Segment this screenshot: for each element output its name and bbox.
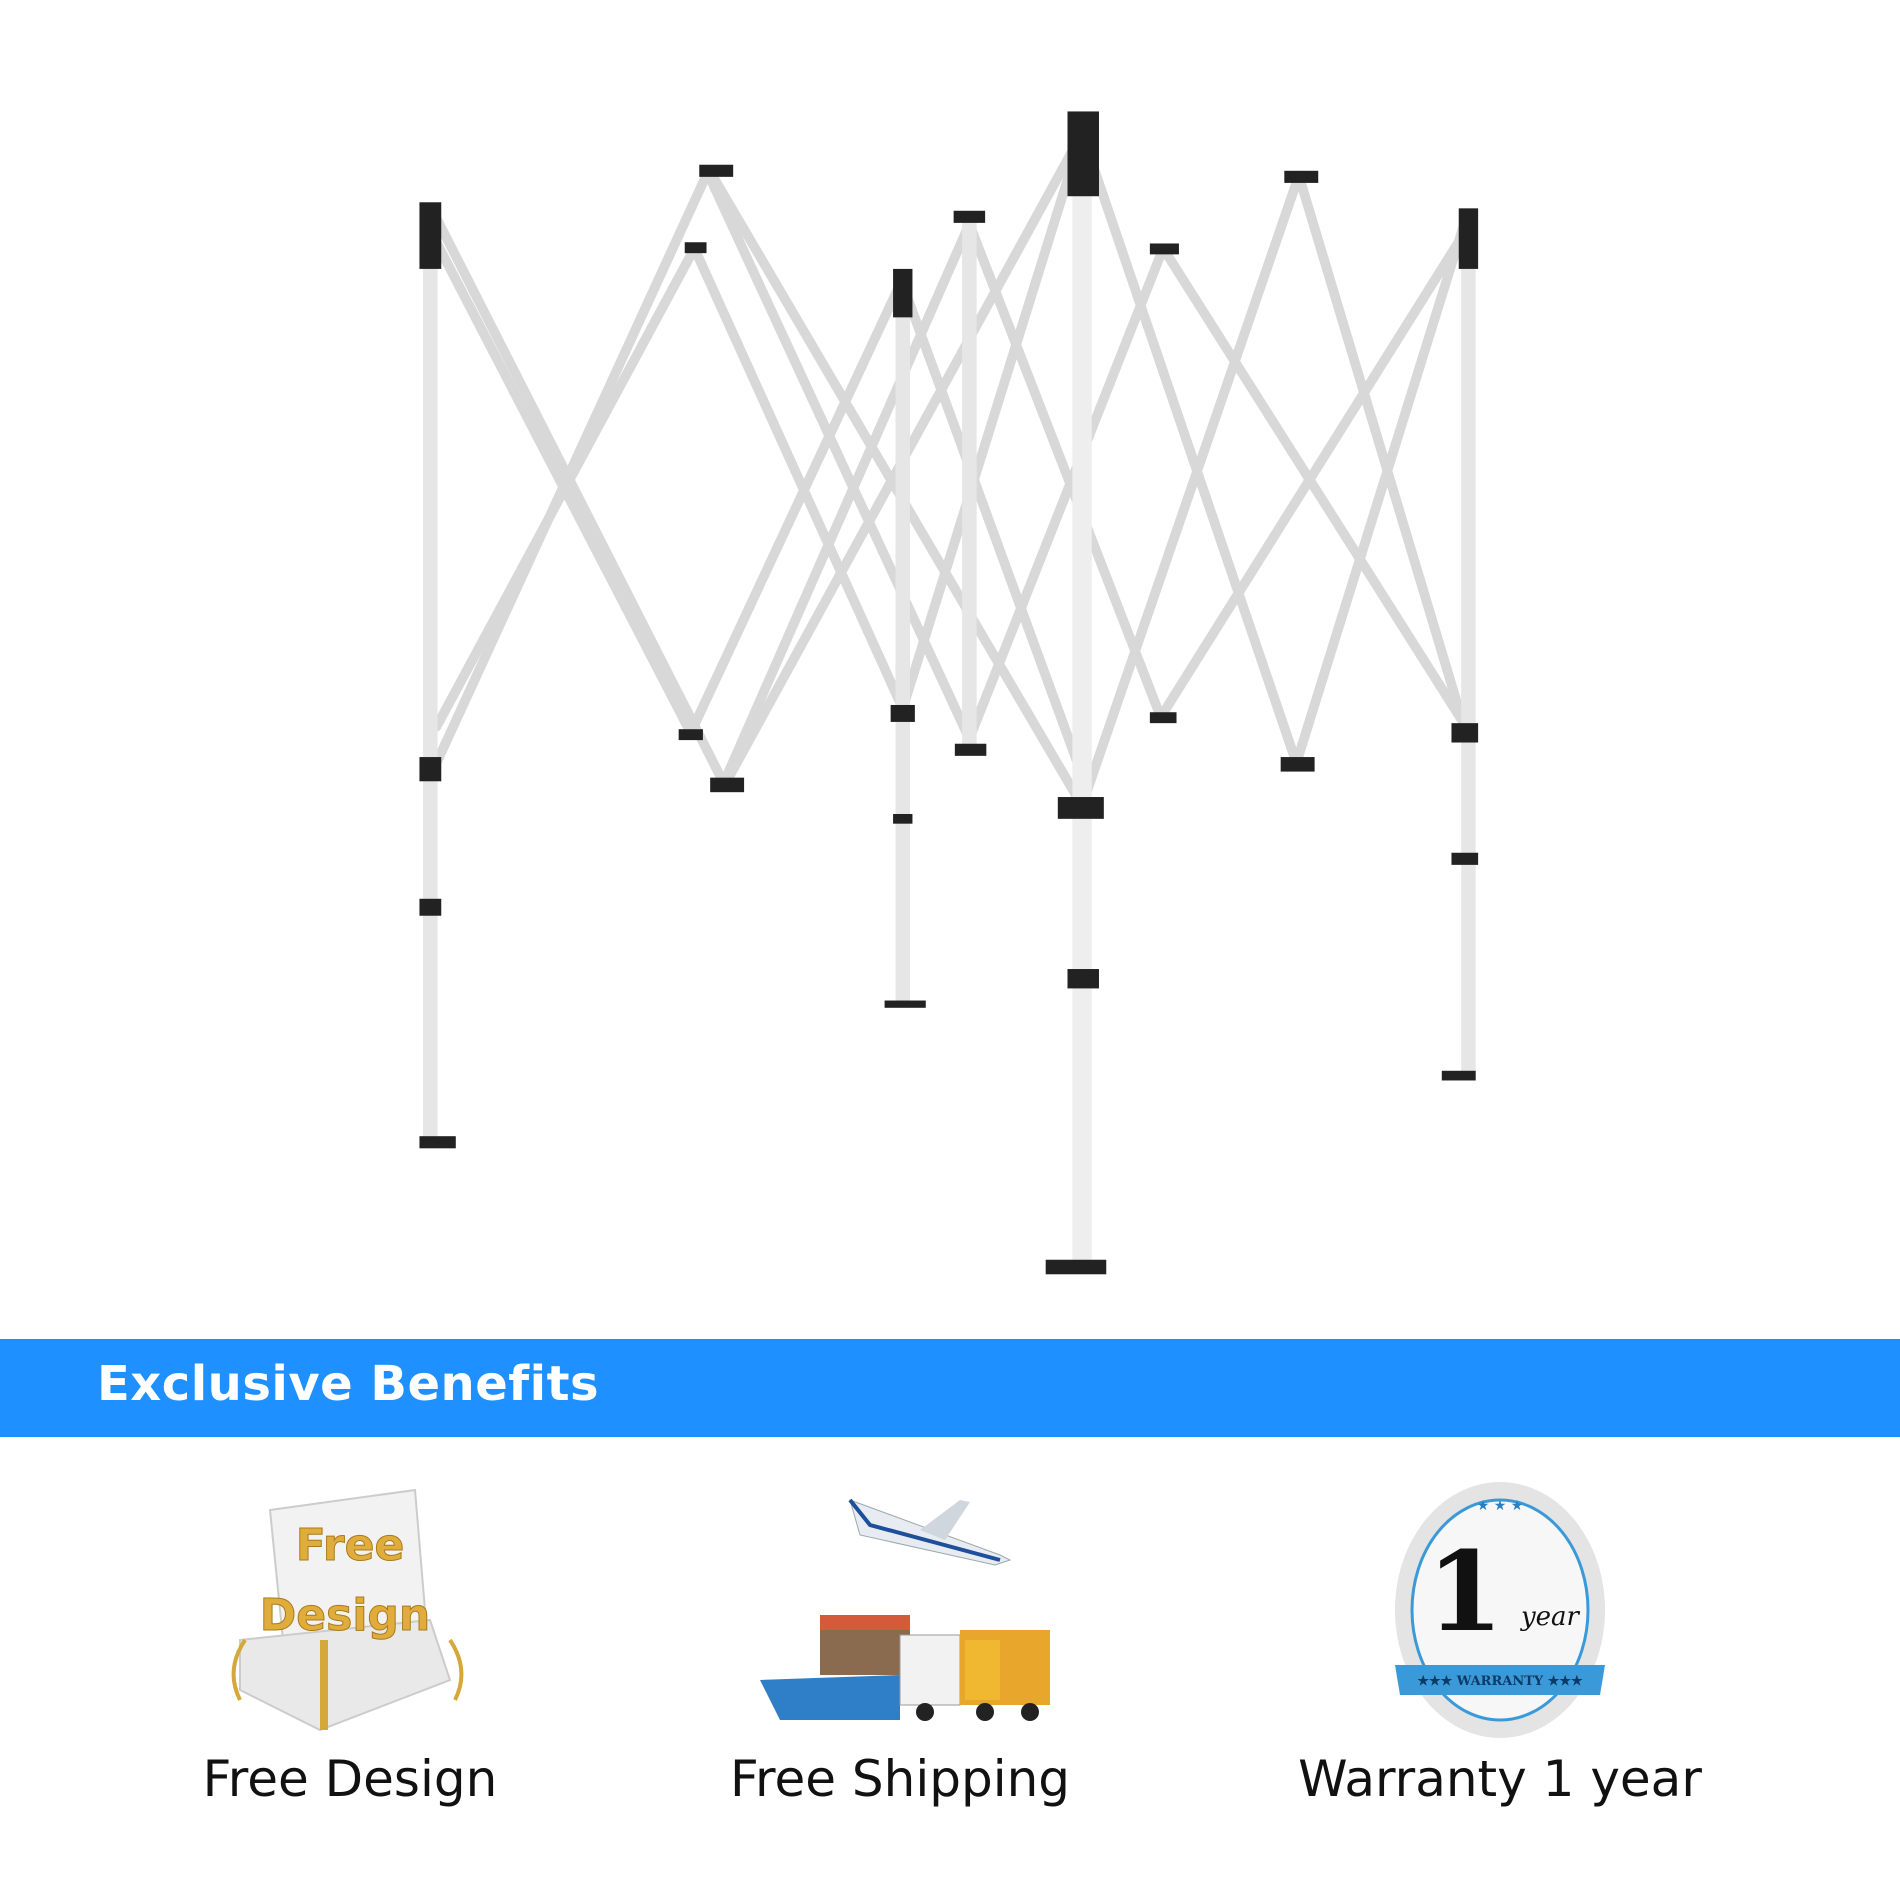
benefit-label: Free Shipping (729, 1750, 1071, 1808)
canopy-frame-image (419, 111, 1479, 1275)
svg-text:Free: Free (296, 1520, 405, 1571)
svg-text:1: 1 (1427, 1527, 1504, 1656)
benefit-label: Warranty 1 year (1298, 1750, 1702, 1808)
svg-text:★★★ WARRANTY ★★★: ★★★ WARRANTY ★★★ (1417, 1674, 1583, 1689)
warranty-seal-icon: ★ ★ ★ 1 year ★★★ WARRANTY ★★★ (1395, 1482, 1605, 1738)
benefit-warranty: ★ ★ ★ 1 year ★★★ WARRANTY ★★★ Warranty 1… (1270, 1480, 1730, 1840)
free-design-box-icon: Free Design (231, 1488, 464, 1732)
benefit-label: Free Design (202, 1750, 498, 1808)
benefit-free-shipping: Free Shipping (670, 1480, 1130, 1840)
benefits-banner (0, 1339, 1900, 1437)
svg-text:year: year (1520, 1602, 1581, 1632)
benefit-free-design: Free Design Free Design (120, 1480, 580, 1840)
svg-text:Design: Design (260, 1590, 430, 1641)
plane-ship-truck-icon (760, 1498, 1050, 1721)
banner-title: Exclusive Benefits (97, 1356, 600, 1412)
svg-text:★ ★ ★: ★ ★ ★ (1477, 1498, 1524, 1514)
